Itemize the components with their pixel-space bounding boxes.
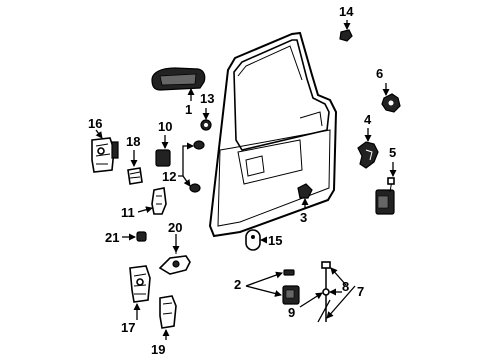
actuator-5 (375, 177, 395, 215)
bracket-6 (381, 93, 401, 113)
check-link-20 (158, 246, 191, 275)
insulator-3 (297, 183, 313, 199)
callout-7: 7 (357, 284, 364, 299)
callout-9: 9 (288, 305, 295, 320)
cover-10 (155, 149, 171, 167)
grommet-14 (339, 29, 353, 42)
callout-11: 11 (121, 205, 135, 220)
callout-20: 20 (168, 220, 182, 235)
grommet-12-b (189, 183, 201, 193)
clip-18 (127, 167, 143, 185)
callout-21: 21 (105, 230, 119, 245)
plate-15 (245, 229, 261, 251)
callout-19: 19 (151, 342, 165, 357)
callout-10: 10 (158, 119, 172, 134)
switch-2-body (282, 285, 300, 305)
callout-3: 3 (300, 210, 307, 225)
lock-rods-7 (317, 261, 331, 323)
callout-12: 12 (162, 169, 176, 184)
outside-handle (151, 67, 206, 91)
callout-16: 16 (88, 116, 102, 131)
lock-4 (357, 141, 379, 169)
switch-2-small (283, 269, 295, 276)
bracket-11 (151, 187, 167, 215)
callout-arrows (95, 20, 397, 340)
hinge-16 (91, 137, 119, 173)
callout-2: 2 (234, 277, 241, 292)
callout-5: 5 (389, 145, 396, 160)
grommet-12-a (193, 140, 205, 150)
fastener-13 (200, 119, 212, 131)
callout-4: 4 (364, 112, 372, 127)
callout-6: 6 (376, 66, 383, 81)
rear-door-shell (208, 31, 338, 238)
hinge-17 (129, 265, 151, 303)
callout-14: 14 (339, 4, 354, 19)
bolt-21 (136, 231, 147, 242)
callout-18: 18 (126, 134, 140, 149)
callout-labels: 1 13 14 6 4 5 3 16 18 10 12 11 21 20 15 … (88, 4, 396, 357)
callout-13: 13 (200, 91, 214, 106)
hinge-19 (159, 295, 177, 329)
callout-17: 17 (121, 320, 135, 335)
callout-8: 8 (342, 279, 349, 294)
callout-15: 15 (268, 233, 282, 248)
callout-1: 1 (185, 102, 192, 117)
